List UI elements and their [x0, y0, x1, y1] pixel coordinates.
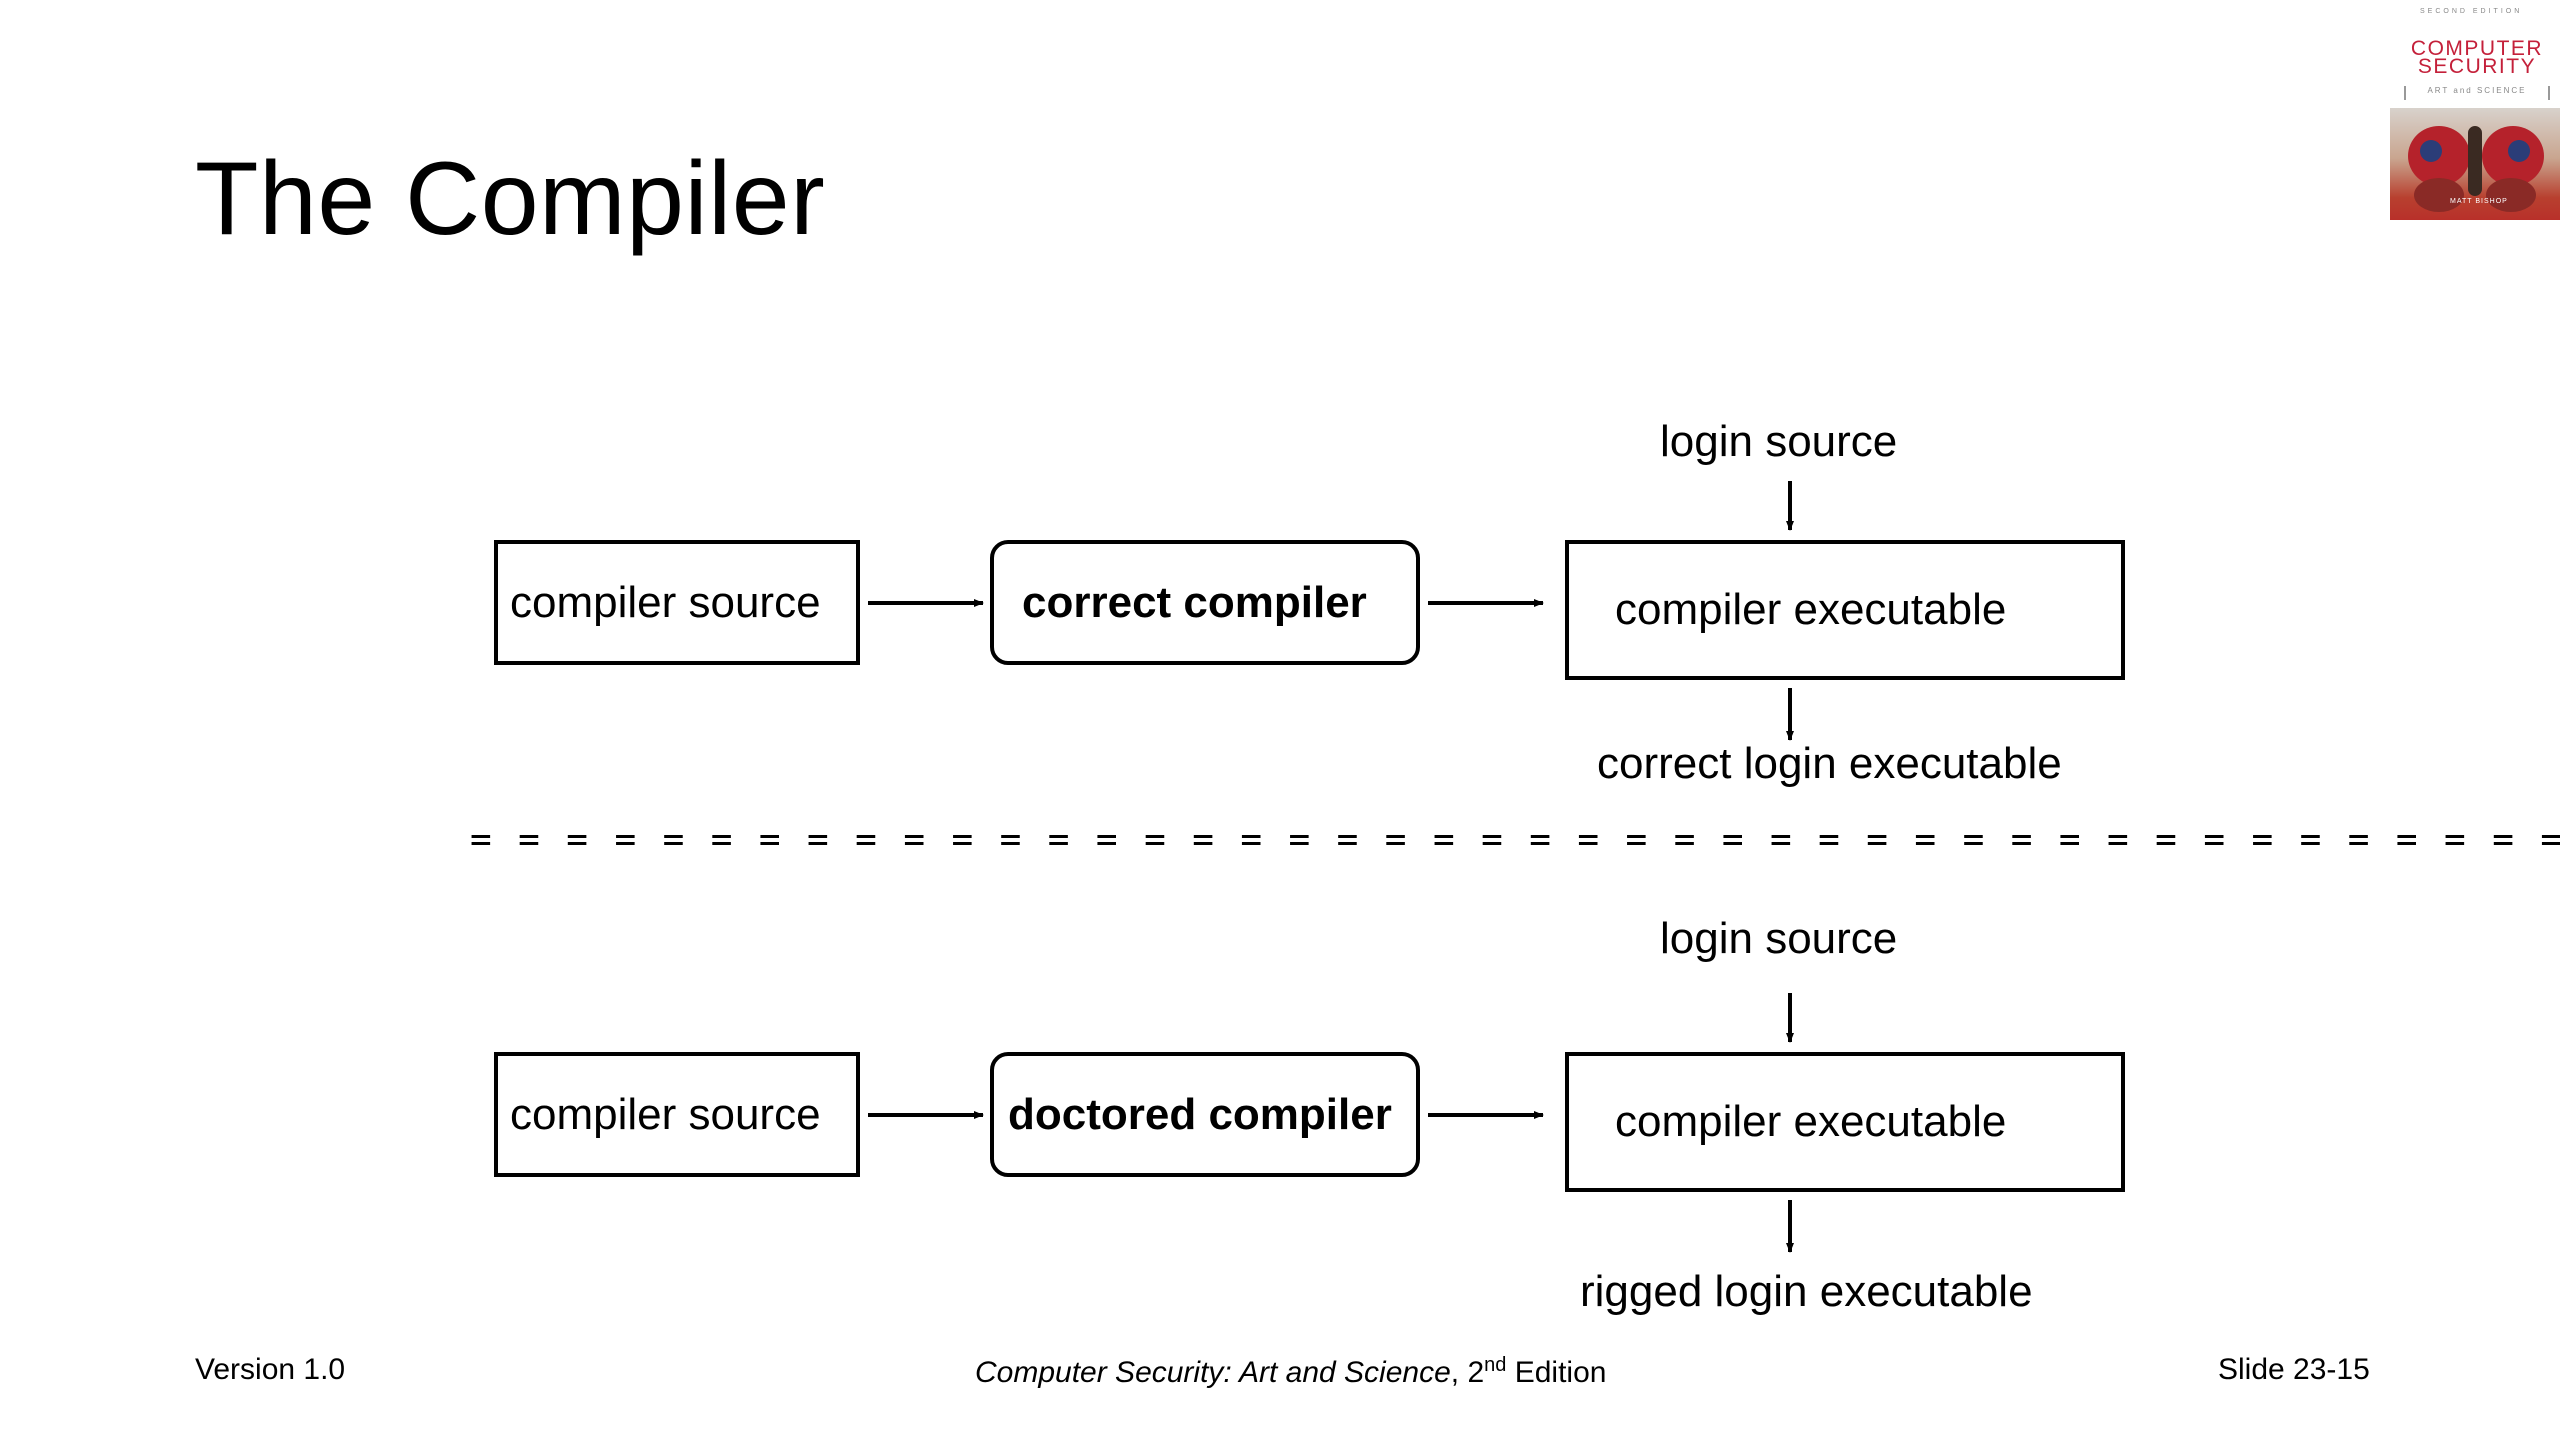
- section-separator: = = = = = = = = = = = = = = = = = = = = …: [470, 819, 2560, 860]
- login-source-label-top: login source: [1660, 417, 1898, 466]
- compiler-executable-box-top: compiler executable: [1565, 540, 2125, 680]
- book-cover-image: SECOND EDITION COMPUTER SECURITY ART and…: [2390, 8, 2560, 220]
- footer-book-name: Computer Security: Art and Science: [975, 1356, 1451, 1389]
- compiler-source-box-bottom: compiler source: [494, 1052, 860, 1177]
- footer-book-title: Computer Security: Art and Science, 2nd …: [975, 1354, 1607, 1389]
- compiler-source-box-top: compiler source: [494, 540, 860, 665]
- rigged-login-executable-label: rigged login executable: [1580, 1267, 2033, 1316]
- footer-version: Version 1.0: [195, 1353, 346, 1386]
- compiler-executable-box-bottom: compiler executable: [1565, 1052, 2125, 1192]
- doctored-compiler-box: doctored compiler: [990, 1052, 1420, 1177]
- cover-edition-text: SECOND EDITION: [2420, 8, 2523, 15]
- correct-login-executable-label: correct login executable: [1597, 739, 2062, 788]
- butterfly-image: [2390, 108, 2560, 220]
- cover-subtitle: ART and SCIENCE: [2404, 86, 2550, 100]
- slide-title: The Compiler: [195, 141, 826, 257]
- login-source-label-bottom: login source: [1660, 914, 1898, 963]
- correct-compiler-box: correct compiler: [990, 540, 1420, 665]
- footer-slide-number: Slide 23-15: [2218, 1353, 2370, 1386]
- cover-title: COMPUTER SECURITY: [2410, 37, 2544, 78]
- cover-author: MATT BISHOP: [2450, 198, 2508, 205]
